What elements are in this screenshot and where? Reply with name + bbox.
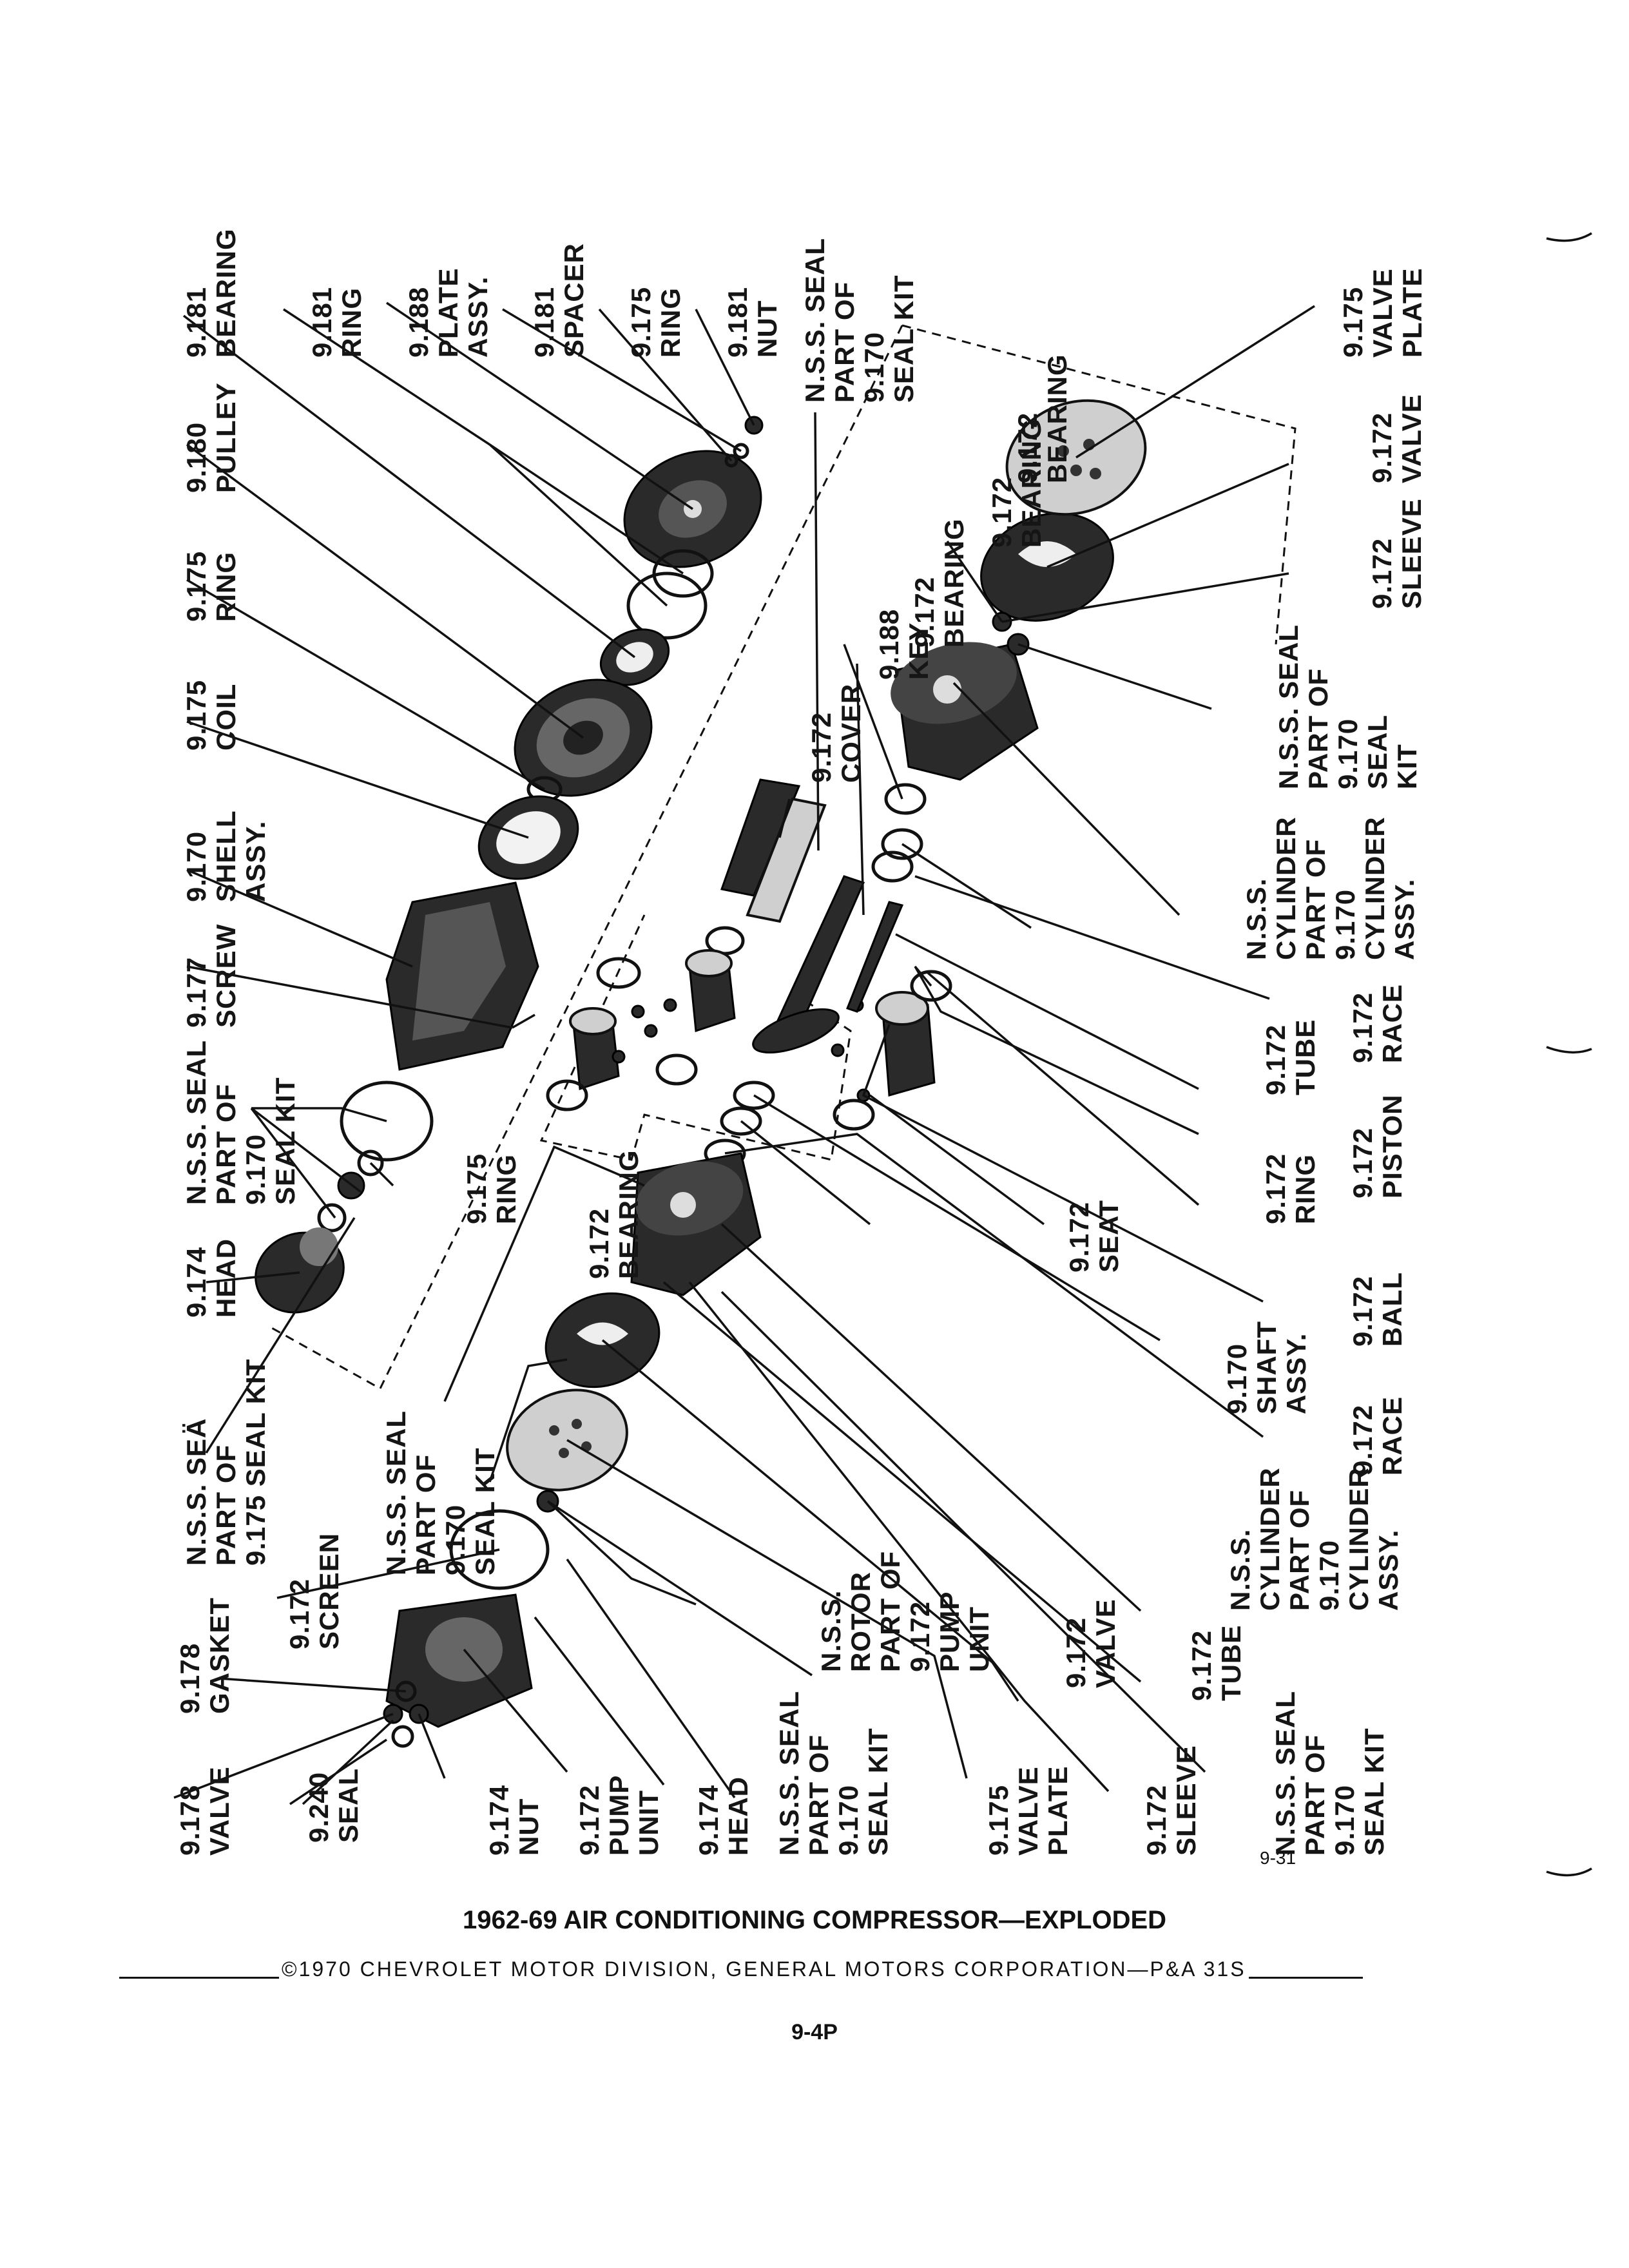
edge-mark: [1546, 1867, 1592, 1877]
copyright-text: ©1970 CHEVROLET MOTOR DIVISION, GENERAL …: [279, 1957, 1249, 1981]
seal-oring-head: [317, 1203, 347, 1233]
edge-mark: [1546, 1046, 1592, 1054]
key-part: [846, 901, 904, 1013]
cylinder-part-rear: [891, 642, 1039, 781]
piston-part-upper: [685, 949, 736, 1033]
ring-part-head: [357, 1149, 384, 1177]
page-number: 9-4P: [791, 2020, 838, 2044]
ring-part-left: [596, 957, 641, 989]
rule-left: [119, 1977, 287, 1979]
screw-part: [512, 1014, 535, 1029]
screen-part: [449, 1509, 550, 1590]
leader-lines: [173, 302, 1315, 1805]
edge-mark: [1546, 232, 1592, 242]
assembly-boundary-front: [270, 324, 1296, 1390]
rule-right: [1228, 1977, 1363, 1979]
ring-part-left3: [655, 1053, 698, 1086]
ring-part-right: [910, 970, 952, 1002]
races-bearings-upper: [871, 783, 927, 883]
ring-part-175: [724, 454, 738, 468]
cylinder-part-front: [630, 1152, 762, 1296]
cover-part: [720, 778, 827, 923]
ring-part-181b: [626, 572, 708, 640]
figure-number: 9-31: [1260, 1848, 1296, 1868]
assembly-boundary-rear: [539, 914, 852, 1161]
figure-caption: 1962-69 AIR CONDITIONING COMPRESSOR—EXPL…: [462, 1906, 1167, 1934]
ring-part-right2: [833, 1099, 875, 1131]
piston-part-left: [569, 1007, 620, 1091]
ring-part-left2: [546, 1079, 588, 1111]
shell-assy-part: [385, 881, 539, 1071]
ring-part-181: [652, 549, 714, 598]
copyright-line: ©1970 CHEVROLET MOTOR DIVISION, GENERAL …: [119, 1957, 1363, 1990]
head-part-rear: [385, 1593, 533, 1728]
shaft-assy-part: [752, 875, 865, 1054]
seal-kit-oring: [340, 1081, 434, 1162]
spacer-part: [733, 443, 749, 459]
piston-part-right: [875, 991, 936, 1097]
